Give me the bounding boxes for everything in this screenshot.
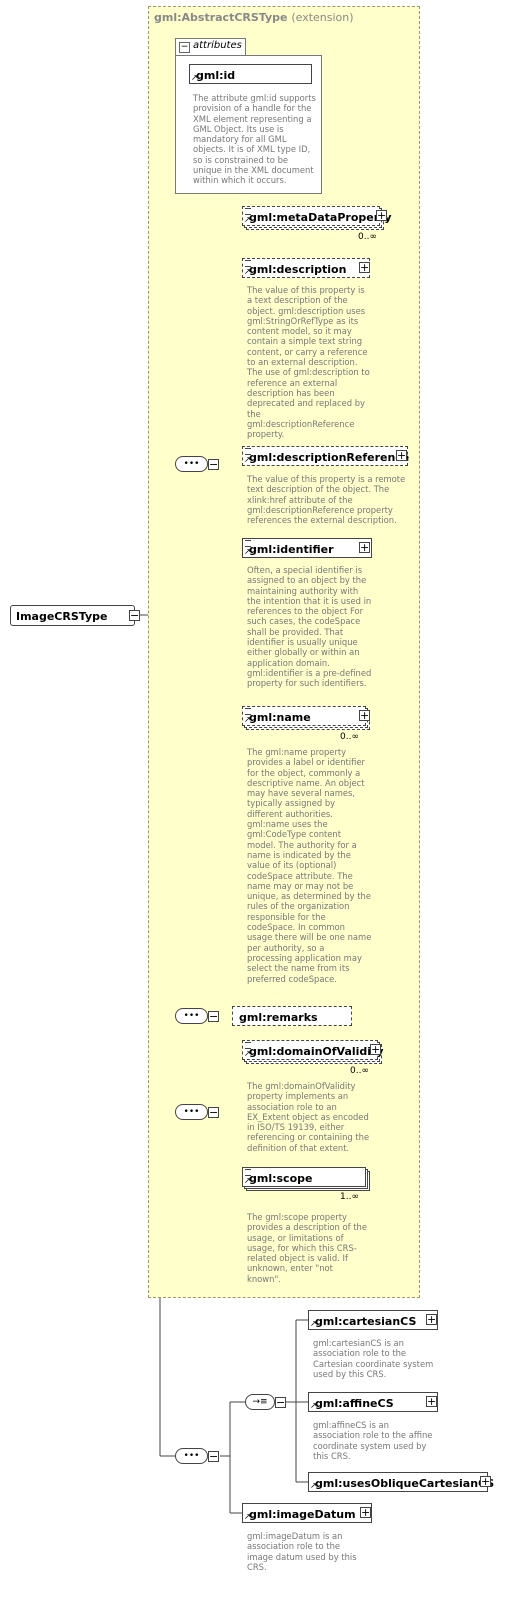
sequence-4-collapse-icon[interactable]: − [208,1450,219,1463]
attribute-gml-id[interactable]: gml:id ↗ [189,64,312,84]
domainofvalidity-doc: The gml:domainOfValidity property implem… [247,1081,370,1153]
reference-arrow-icon: ↗ [244,1176,251,1185]
reference-arrow-icon: ↗ [244,455,251,464]
description-doc: The value of this property is a text des… [247,285,370,440]
element-remarks-label: gml:remarks [239,1011,318,1024]
cartesiancs-expand-icon[interactable]: + [426,1313,437,1326]
content-lines-icon [245,1169,251,1176]
content-lines-icon [245,260,251,267]
name-expand-icon[interactable]: + [359,709,370,722]
element-description-label: gml:description [249,263,347,276]
element-remarks[interactable]: gml:remarks [232,1006,352,1026]
content-lines-icon [245,540,251,547]
reference-arrow-icon: ↗ [310,1319,317,1328]
sequence-icon: ••• [183,1451,200,1461]
sequence-icon: ••• [183,459,200,469]
element-metadataproperty-label: gml:metaDataProperty [249,211,392,224]
root-element[interactable]: ImageCRSType [10,605,135,626]
reference-arrow-icon: ↗ [310,1401,317,1410]
usesobliquecartesiancs-expand-icon[interactable]: + [480,1475,491,1488]
element-descriptionreference[interactable]: gml:descriptionReference ↗ [242,446,410,466]
extension-base: gml:AbstractCRSType [154,11,288,24]
cartesiancs-doc: gml:cartesianCS is an association role t… [313,1338,434,1379]
choice-compositor[interactable]: →≡ [245,1394,275,1410]
root-element-label: ImageCRSType [16,610,108,623]
element-usesobliquecartesiancs-label: gml:usesObliqueCartesianCS [315,1477,495,1490]
element-scope-label: gml:scope [249,1172,313,1185]
scope-cardinality: 1..∞ [340,1192,359,1202]
attributes-tab-label: attributes [193,40,242,51]
choice-icon: →≡ [252,1397,268,1407]
sequence-3-collapse-icon[interactable]: − [208,1106,219,1119]
sequence-compositor-3[interactable]: ••• [175,1104,208,1120]
sequence-compositor-4[interactable]: ••• [175,1448,208,1464]
affinecs-doc: gml:affineCS is an association role to t… [313,1420,433,1461]
extension-kind: (extension) [291,11,354,24]
reference-arrow-icon: ↗ [244,1049,251,1058]
name-doc: The gml:name property provides a label o… [247,747,372,984]
sequence-icon: ••• [183,1011,200,1021]
affinecs-expand-icon[interactable]: + [426,1395,437,1408]
metadataproperty-expand-icon[interactable]: + [376,209,387,222]
element-description[interactable]: gml:description ↗ [242,258,370,278]
element-domainofvalidity[interactable]: gml:domainOfValidity ↗ [242,1040,384,1060]
attributes-tab[interactable]: −attributes [175,38,246,55]
attribute-gml-id-doc: The attribute gml:id supports provision … [193,93,316,186]
reference-arrow-icon: ↗ [244,715,251,724]
content-lines-icon [245,1042,251,1049]
element-name-label: gml:name [249,711,311,724]
reference-arrow-icon: ↗ [310,1481,317,1490]
sequence-compositor-2[interactable]: ••• [175,1008,208,1024]
extension-title: gml:AbstractCRSType (extension) [154,11,354,24]
reference-arrow-icon: ↗ [244,215,251,224]
content-lines-icon [245,208,251,215]
element-identifier[interactable]: gml:identifier ↗ [242,538,372,558]
element-cartesiancs[interactable]: gml:cartesianCS ↗ [308,1310,438,1330]
element-affinecs-label: gml:affineCS [315,1397,394,1410]
identifier-expand-icon[interactable]: + [359,541,370,554]
reference-arrow-icon: ↗ [244,1512,251,1521]
metadataproperty-cardinality: 0..∞ [358,232,377,242]
identifier-doc: Often, a special identifier is assigned … [247,565,372,689]
element-imagedatum-label: gml:imageDatum [249,1508,356,1521]
element-cartesiancs-label: gml:cartesianCS [315,1315,417,1328]
choice-collapse-icon[interactable]: − [275,1396,286,1409]
element-domainofvalidity-label: gml:domainOfValidity [249,1045,384,1058]
name-cardinality: 0..∞ [340,732,359,742]
attribute-gml-id-label: gml:id [196,69,236,82]
sequence-2-collapse-icon[interactable]: − [208,1010,219,1023]
element-scope[interactable]: gml:scope ↗ [242,1167,366,1187]
domainofvalidity-cardinality: 0..∞ [350,1066,369,1076]
descriptionreference-expand-icon[interactable]: + [396,449,407,462]
domainofvalidity-expand-icon[interactable]: + [370,1043,381,1056]
collapse-icon[interactable]: − [179,42,190,53]
sequence-1-collapse-icon[interactable]: − [208,458,219,471]
reference-arrow-icon: ↗ [191,73,198,82]
element-descriptionreference-label: gml:descriptionReference [249,451,410,464]
scope-doc: The gml:scope property provides a descri… [247,1212,367,1284]
element-affinecs[interactable]: gml:affineCS ↗ [308,1392,438,1412]
sequence-icon: ••• [183,1107,200,1117]
element-name[interactable]: gml:name ↗ [242,706,366,726]
element-metadataproperty[interactable]: gml:metaDataProperty ↗ [242,206,392,226]
content-lines-icon [245,448,251,455]
descriptionreference-doc: The value of this property is a remote t… [247,474,406,526]
element-imagedatum[interactable]: gml:imageDatum ↗ [242,1503,372,1523]
root-collapse-icon[interactable]: − [129,609,140,622]
element-usesobliquecartesiancs[interactable]: gml:usesObliqueCartesianCS ↗ [308,1472,494,1492]
content-lines-icon [245,708,251,715]
reference-arrow-icon: ↗ [244,267,251,276]
description-expand-icon[interactable]: + [359,261,370,274]
reference-arrow-icon: ↗ [244,547,251,556]
imagedatum-doc: gml:imageDatum is an association role to… [247,1531,357,1572]
imagedatum-expand-icon[interactable]: + [360,1506,371,1519]
element-identifier-label: gml:identifier [249,543,334,556]
sequence-compositor-1[interactable]: ••• [175,456,208,472]
